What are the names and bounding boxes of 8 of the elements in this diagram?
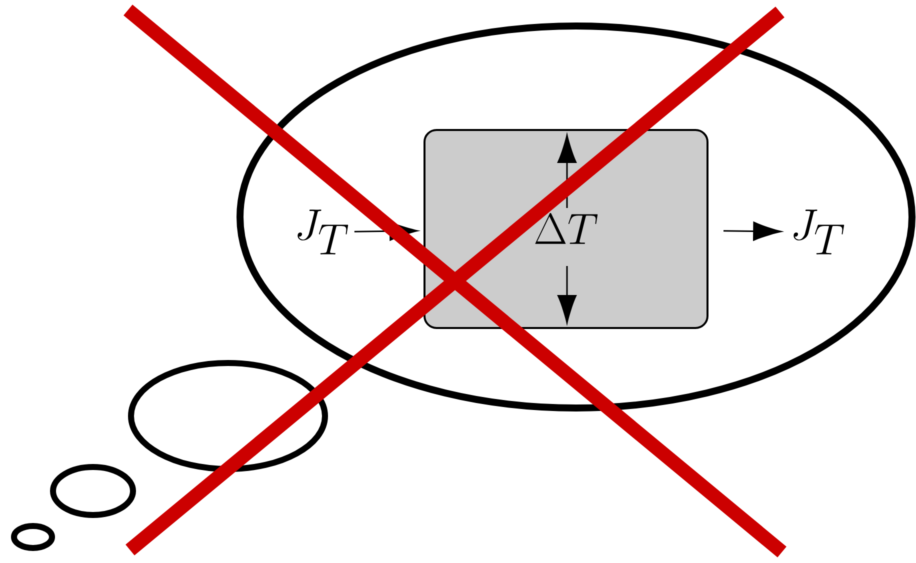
flux-label: $J_T$ [794, 210, 844, 254]
bubble-dot [128, 360, 328, 472]
flux-label: $J_T$ [298, 210, 348, 254]
thought-bubble [236, 22, 916, 412]
bubble-dot [11, 522, 55, 551]
process-box: $\Delta T$ [424, 128, 708, 329]
bubble-dot [50, 464, 136, 518]
arrow [723, 222, 782, 241]
